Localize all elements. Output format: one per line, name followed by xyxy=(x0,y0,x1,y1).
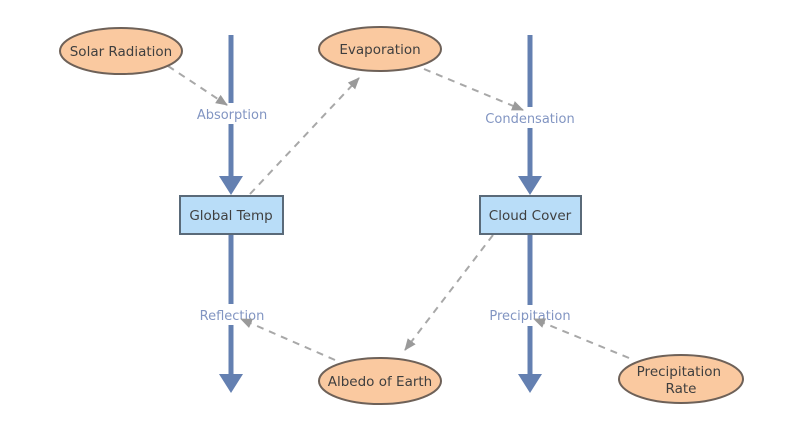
flow-label-reflection: Reflection xyxy=(200,309,265,324)
node-solar-radiation-label: Solar Radiation xyxy=(70,44,173,60)
node-albedo-of-earth-label: Albedo of Earth xyxy=(328,374,433,390)
node-solar-radiation-shape xyxy=(59,27,183,75)
edge-global-temp-to-evaporation xyxy=(249,77,360,195)
node-evaporation-label: Evaporation xyxy=(339,42,420,58)
flow-label-condensation: Condensation xyxy=(485,112,574,127)
node-cloud-cover: Cloud Cover xyxy=(479,195,582,235)
edge-solar-radiation-to-absorption xyxy=(167,65,228,106)
node-precipitation-rate-label: Precipitation Rate xyxy=(637,364,726,397)
node-cloud-cover-label: Cloud Cover xyxy=(489,208,572,224)
edge-albedo-of-earth-to-reflection xyxy=(240,318,336,361)
edge-evaporation-to-condensation xyxy=(423,68,524,111)
absorption-label-bg xyxy=(192,103,272,124)
node-precipitation-rate-label-line1: Precipitation xyxy=(637,364,721,380)
node-evaporation: Evaporation xyxy=(318,26,442,72)
flow-label-absorption: Absorption xyxy=(197,108,267,123)
left-flow-arrowhead-top-icon xyxy=(219,176,243,195)
node-global-temp-shape xyxy=(179,195,284,235)
left-flow-arrowhead-bottom-icon xyxy=(219,374,243,393)
node-precipitation-rate-label-line2: Rate xyxy=(666,381,697,397)
condensation-label-bg xyxy=(481,107,579,128)
right-flow-arrowhead-bottom-icon xyxy=(518,374,542,393)
node-albedo-of-earth: Albedo of Earth xyxy=(318,357,442,405)
node-cloud-cover-shape xyxy=(479,195,582,235)
precipitation-label-bg xyxy=(482,305,579,326)
node-global-temp: Global Temp xyxy=(179,195,284,235)
flow-label-precipitation: Precipitation xyxy=(489,309,570,324)
node-albedo-of-earth-shape xyxy=(318,357,442,405)
edge-cloud-cover-to-albedo-of-earth xyxy=(404,234,494,351)
edge-precipitation-rate-to-precipitation xyxy=(533,318,630,359)
node-precipitation-rate-shape xyxy=(618,354,744,404)
node-evaporation-shape xyxy=(318,26,442,72)
right-flow-arrowhead-top-icon xyxy=(518,176,542,195)
node-solar-radiation: Solar Radiation xyxy=(59,27,183,75)
node-global-temp-label: Global Temp xyxy=(189,208,272,224)
node-precipitation-rate: Precipitation Rate xyxy=(618,354,744,404)
